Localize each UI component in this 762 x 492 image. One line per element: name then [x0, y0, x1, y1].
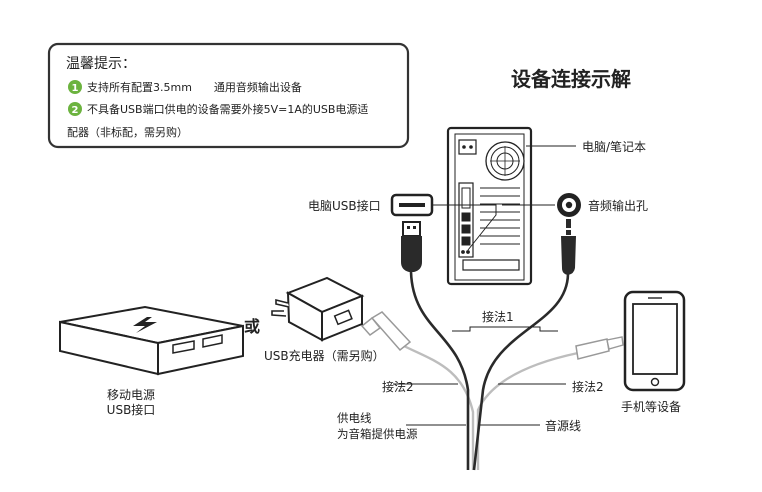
tip2-text-line2: 配器（非标配，需另购）: [67, 125, 188, 139]
notice-border: [47, 42, 410, 149]
gray-usb-plug-icon: [360, 311, 412, 352]
usb-charger-label: USB充电器（需另购）: [264, 348, 385, 363]
tip1-text: 支持所有配置3.5mm 通用音频输出设备: [87, 80, 302, 94]
phone-icon: [623, 290, 686, 392]
audio-jack-port-icon: [557, 193, 581, 217]
notice-box: 温馨提示： 1 支持所有配置3.5mm 通用音频输出设备 2 不具备USB端口供…: [47, 42, 410, 149]
method2-right-label: 接法2: [572, 379, 604, 394]
tip2-badge: [68, 102, 82, 116]
computer-tower-icon: [446, 126, 533, 286]
usb-plug-icon: [401, 221, 422, 272]
audio-port-label: 音频输出孔: [588, 198, 648, 213]
usb-port-icon: [390, 193, 434, 217]
power-bank-icon: [59, 305, 244, 376]
power-cable-method2: [397, 341, 475, 470]
usb-charger-icon: [271, 276, 365, 342]
tip2-number: 2: [72, 105, 79, 116]
method1-label: 接法1: [482, 309, 514, 324]
usb-port-label: 电脑USB接口: [308, 198, 381, 213]
power-cable-label-line1: 供电线: [337, 411, 372, 425]
or-label: 或: [244, 317, 260, 336]
power-bank-label-line1: 移动电源: [107, 388, 155, 402]
method2-left-label: 接法2: [382, 379, 414, 394]
tip1-number: 1: [72, 83, 79, 94]
power-bank-label-line2: USB接口: [107, 402, 156, 417]
audio-jack-plug-icon: [561, 219, 576, 275]
audio-cable-label: 音源线: [545, 418, 581, 433]
audio-cable-method1: [472, 273, 570, 471]
power-cable-method1: [409, 271, 470, 470]
method1-leader-line: [452, 326, 558, 332]
computer-label: 电脑/笔记本: [582, 139, 646, 154]
tip2-text-line1: 不具备USB端口供电的设备需要外接5V=1A的USB电源适: [87, 102, 368, 116]
tip1-badge: [68, 80, 82, 94]
audio-cable-method2: [476, 351, 579, 470]
phone-label: 手机等设备: [621, 400, 681, 414]
gray-audio-plug-icon: [575, 336, 624, 360]
notice-title: 温馨提示：: [66, 56, 136, 72]
usb-leader-line: [433, 204, 497, 251]
power-cable-label-line2: 为音箱提供电源: [337, 427, 418, 441]
diagram-heading: 设备连接示解: [511, 67, 631, 91]
